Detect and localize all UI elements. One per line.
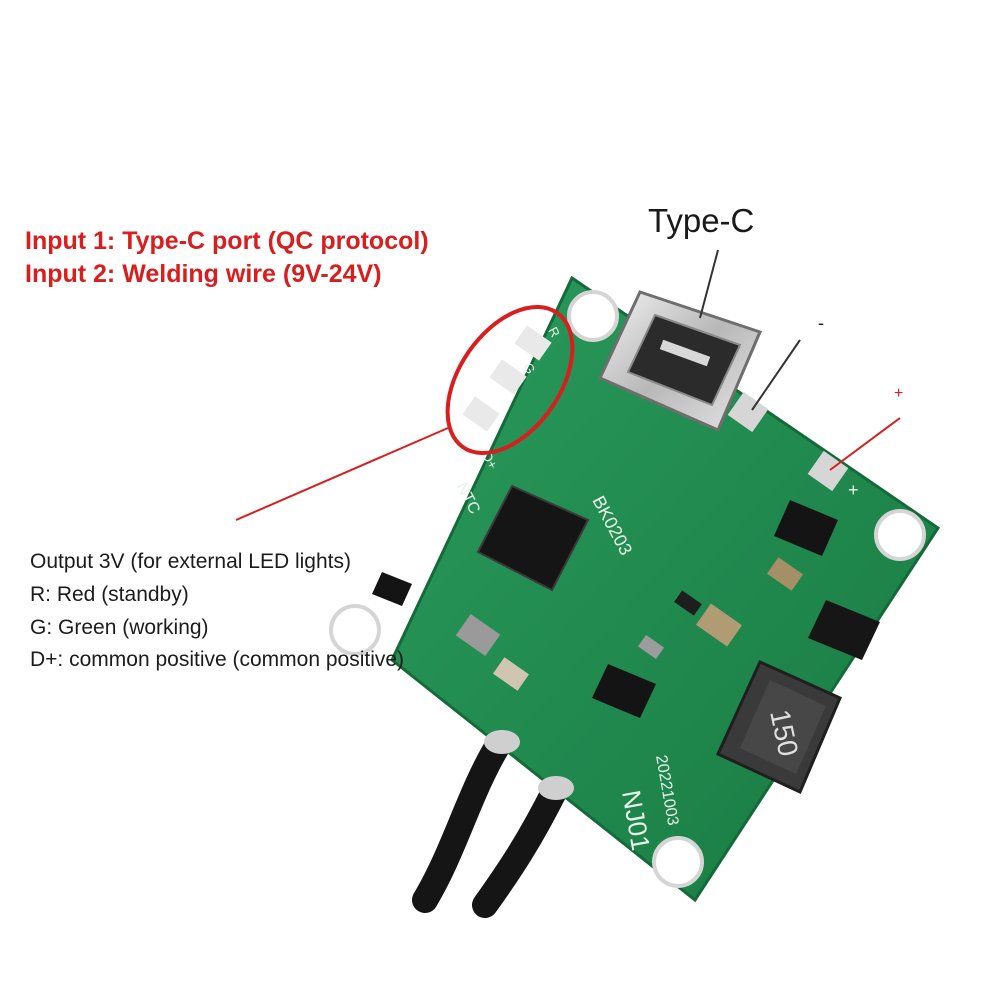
mounting-hole: [329, 604, 381, 656]
output-callout-line: [235, 427, 449, 521]
mounting-hole: [567, 290, 619, 342]
minus-label: -: [818, 313, 824, 333]
plus-label: +: [894, 385, 904, 402]
input-note-line-2: Input 2: Welding wire (9V-24V): [25, 260, 382, 288]
typec-label: Type-C: [648, 202, 755, 239]
mcu-chip: [476, 484, 590, 592]
output-note-line-2: R: Red (standby): [30, 583, 189, 606]
inductor: [716, 660, 842, 795]
mounting-hole: [874, 509, 926, 561]
plus-callout-line: [829, 417, 901, 471]
ic-chip: [808, 600, 880, 660]
solder-joint: [484, 730, 520, 754]
mounting-hole: [652, 836, 704, 888]
resistor: [674, 590, 702, 616]
type-c-connector: [597, 290, 763, 432]
output-note-line-3: G: Green (working): [30, 616, 209, 639]
capacitor: [492, 657, 530, 691]
wire-left: [412, 729, 513, 913]
output-note-line-1: Output 3V (for external LED lights): [30, 550, 351, 573]
capacitor: [455, 614, 501, 656]
capacitor: [637, 634, 665, 660]
minus-pad: [727, 391, 769, 433]
input-note-line-1: Input 1: Type-C port (QC protocol): [25, 227, 429, 255]
ic-chip: [774, 500, 838, 556]
typec-callout-line: [699, 249, 719, 319]
output-pads-highlight-circle: [445, 304, 575, 456]
ic-chip: [592, 664, 656, 718]
welding-wires: [412, 729, 568, 918]
output-note-line-4: D+: common positive (common positive): [30, 648, 405, 671]
solder-joint: [538, 776, 574, 800]
capacitor: [766, 557, 804, 591]
silk-plus: +: [848, 480, 859, 500]
plus-pad: [807, 450, 849, 492]
output-pads: [462, 325, 552, 432]
capacitor: [695, 603, 743, 647]
wire-right: [472, 777, 568, 918]
pcb-board: BK0203 NTC 20221003 NJ01 150 + R G D+: [329, 275, 941, 903]
minus-callout-line: [751, 339, 801, 411]
ic-chip: [372, 572, 412, 606]
